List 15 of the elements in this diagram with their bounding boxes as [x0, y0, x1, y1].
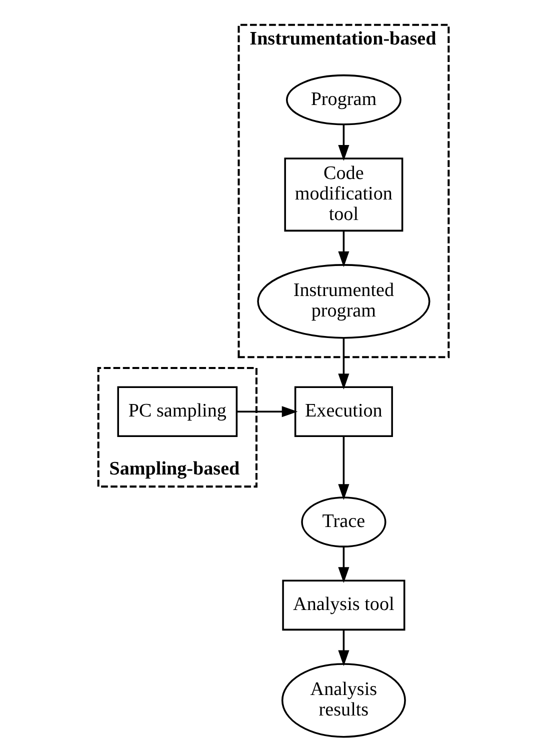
node-box: Execution — [294, 386, 393, 438]
node-ellipse: Trace — [301, 496, 386, 548]
node-ellipse: Instrumented program — [257, 264, 430, 339]
arrow — [338, 436, 350, 500]
node-box: Analysis tool — [282, 580, 406, 631]
arrow — [338, 630, 350, 666]
node-box: PC sampling — [117, 386, 238, 438]
node-box: Code modification tool — [284, 158, 404, 232]
arrow — [338, 546, 350, 583]
node-ellipse: Analysis results — [281, 663, 406, 738]
arrow — [338, 124, 350, 161]
node-ellipse: Program — [286, 74, 402, 126]
arrow — [338, 338, 350, 390]
arrow — [237, 406, 298, 418]
arrow — [338, 231, 350, 268]
